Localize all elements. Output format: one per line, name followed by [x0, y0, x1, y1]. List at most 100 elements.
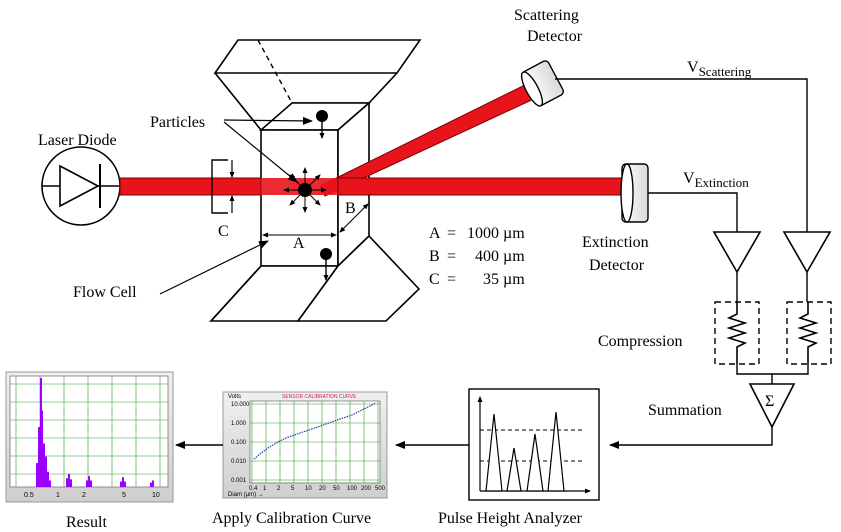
result-bar: [36, 463, 38, 487]
scattering-compression: [786, 301, 832, 365]
calibration-xtick: 10: [305, 486, 312, 492]
result-xtick: 10: [152, 492, 160, 499]
scattering-detector-label-2: Detector: [527, 28, 583, 45]
calibration-label: Apply Calibration Curve: [212, 510, 371, 527]
calibration-xtick: 0.4: [249, 486, 258, 492]
extinction-compression: [714, 301, 760, 365]
result-bar: [68, 473, 70, 487]
extinction-signal-wire: [648, 192, 738, 232]
result-bar: [43, 443, 45, 487]
calibration-panel: SENSOR CALIBRATION CURVE Volts Diam (µm)…: [222, 391, 388, 499]
calibration-ytick: 0.010: [231, 459, 247, 465]
dim-row-a-value: 1000 µm: [467, 225, 525, 242]
calibration-chart-xlabel: Diam (µm) →: [228, 492, 264, 498]
summation-sigma: Σ: [765, 393, 774, 410]
result-bar: [66, 478, 68, 487]
laser-diode: [41, 146, 121, 226]
flow-cell: [209, 39, 422, 322]
result-xtick: 0.5: [24, 492, 34, 499]
result-bar: [124, 481, 126, 487]
calibration-xtick: 200: [361, 486, 372, 492]
result-label: Result: [66, 514, 107, 531]
result-xtick: 2: [82, 492, 86, 499]
dimension-a-label: A: [293, 235, 305, 252]
calibration-xtick: 2: [277, 486, 281, 492]
v-scattering-label: VScattering: [687, 59, 752, 79]
calibration-ytick: 0.100: [231, 440, 247, 446]
dim-row-a-eq: =: [447, 225, 456, 242]
calibration-ytick: 10.000: [231, 402, 250, 408]
dim-row-c-eq: =: [447, 271, 456, 288]
dim-row-b-value: 400 µm: [475, 248, 525, 265]
dim-row-b-eq: =: [447, 248, 456, 265]
particles-pointer-top: [223, 116, 313, 125]
result-bar: [41, 410, 43, 487]
result-bar: [122, 477, 124, 487]
result-xticks: 0.5 1 2 5 10: [24, 492, 160, 499]
scattering-detector-label-1: Scattering: [514, 7, 579, 24]
extinction-amplifier: [712, 231, 762, 274]
dimension-b-label: B: [345, 200, 356, 217]
summation-to-pha-wire: [609, 427, 773, 449]
extinction-detector-label-2: Detector: [589, 257, 645, 274]
calibration-xtick: 5: [291, 486, 295, 492]
result-bar: [38, 427, 40, 487]
dim-row-c-value: 35 µm: [483, 271, 525, 288]
pulse-height-analyzer: [468, 388, 600, 501]
flow-cell-label: Flow Cell: [73, 284, 137, 301]
pha-label: Pulse Height Analyzer: [438, 510, 583, 527]
laser-beam-right: [337, 177, 623, 196]
dimension-c-label: C: [218, 223, 229, 240]
laser-beam-left: [119, 177, 262, 196]
calibration-chart-ylabel: Volts: [228, 394, 241, 400]
calibration-ytick: 0.001: [231, 478, 247, 484]
calibration-grid: [250, 401, 380, 483]
summation-wire: [736, 364, 809, 375]
calibration-yticks: 10.000 1.000 0.100 0.010 0.001: [231, 402, 250, 484]
result-bar: [150, 482, 152, 487]
v-extinction-label: VExtinction: [683, 170, 749, 190]
scattering-amplifier: [782, 231, 832, 274]
result-bar: [45, 456, 47, 487]
dim-row-b-name: B: [429, 248, 440, 265]
particles-pointer-beam: [223, 121, 298, 183]
flow-cell-pointer: [159, 240, 269, 295]
result-xtick: 1: [56, 492, 60, 499]
extinction-detector: [620, 163, 649, 223]
extinction-detector-label-1: Extinction: [582, 234, 649, 251]
result-bar: [90, 480, 92, 487]
laser-diode-label: Laser Diode: [38, 132, 117, 149]
particle-bottom: [320, 248, 332, 281]
result-bar: [120, 481, 122, 487]
particle-in-beam: [283, 167, 327, 213]
result-bar: [152, 480, 154, 487]
scattering-detector: [520, 60, 565, 107]
result-bar: [49, 480, 51, 487]
result-panel: 0.5 1 2 5 10: [5, 371, 174, 503]
dimension-c-bracket: [211, 159, 235, 214]
calibration-chart-title: SENSOR CALIBRATION CURVE: [282, 394, 357, 400]
particle-top: [316, 110, 328, 139]
dimension-b-arrow: [339, 203, 369, 233]
calibration-xtick: 500: [375, 486, 386, 492]
summation-amplifier: [748, 383, 796, 429]
result-bar: [86, 480, 88, 487]
calibration-xtick: 20: [319, 486, 326, 492]
result-xtick: 5: [122, 492, 126, 499]
calibration-ytick: 1.000: [231, 421, 247, 427]
result-bar: [88, 476, 90, 487]
calibration-xtick: 1: [263, 486, 267, 492]
dim-row-a-name: A: [429, 225, 441, 242]
result-bar: [47, 471, 49, 487]
compression-label: Compression: [598, 333, 682, 350]
particles-label: Particles: [150, 114, 205, 131]
result-bar: [70, 479, 72, 487]
summation-label: Summation: [648, 402, 722, 419]
calibration-xtick: 100: [347, 486, 358, 492]
dimensions-list: A = 1000 µm B = 400 µm C = 35 µm: [429, 225, 525, 288]
dim-row-c-name: C: [429, 271, 440, 288]
scattering-signal-wire: [555, 78, 808, 232]
result-histogram: [36, 378, 154, 487]
